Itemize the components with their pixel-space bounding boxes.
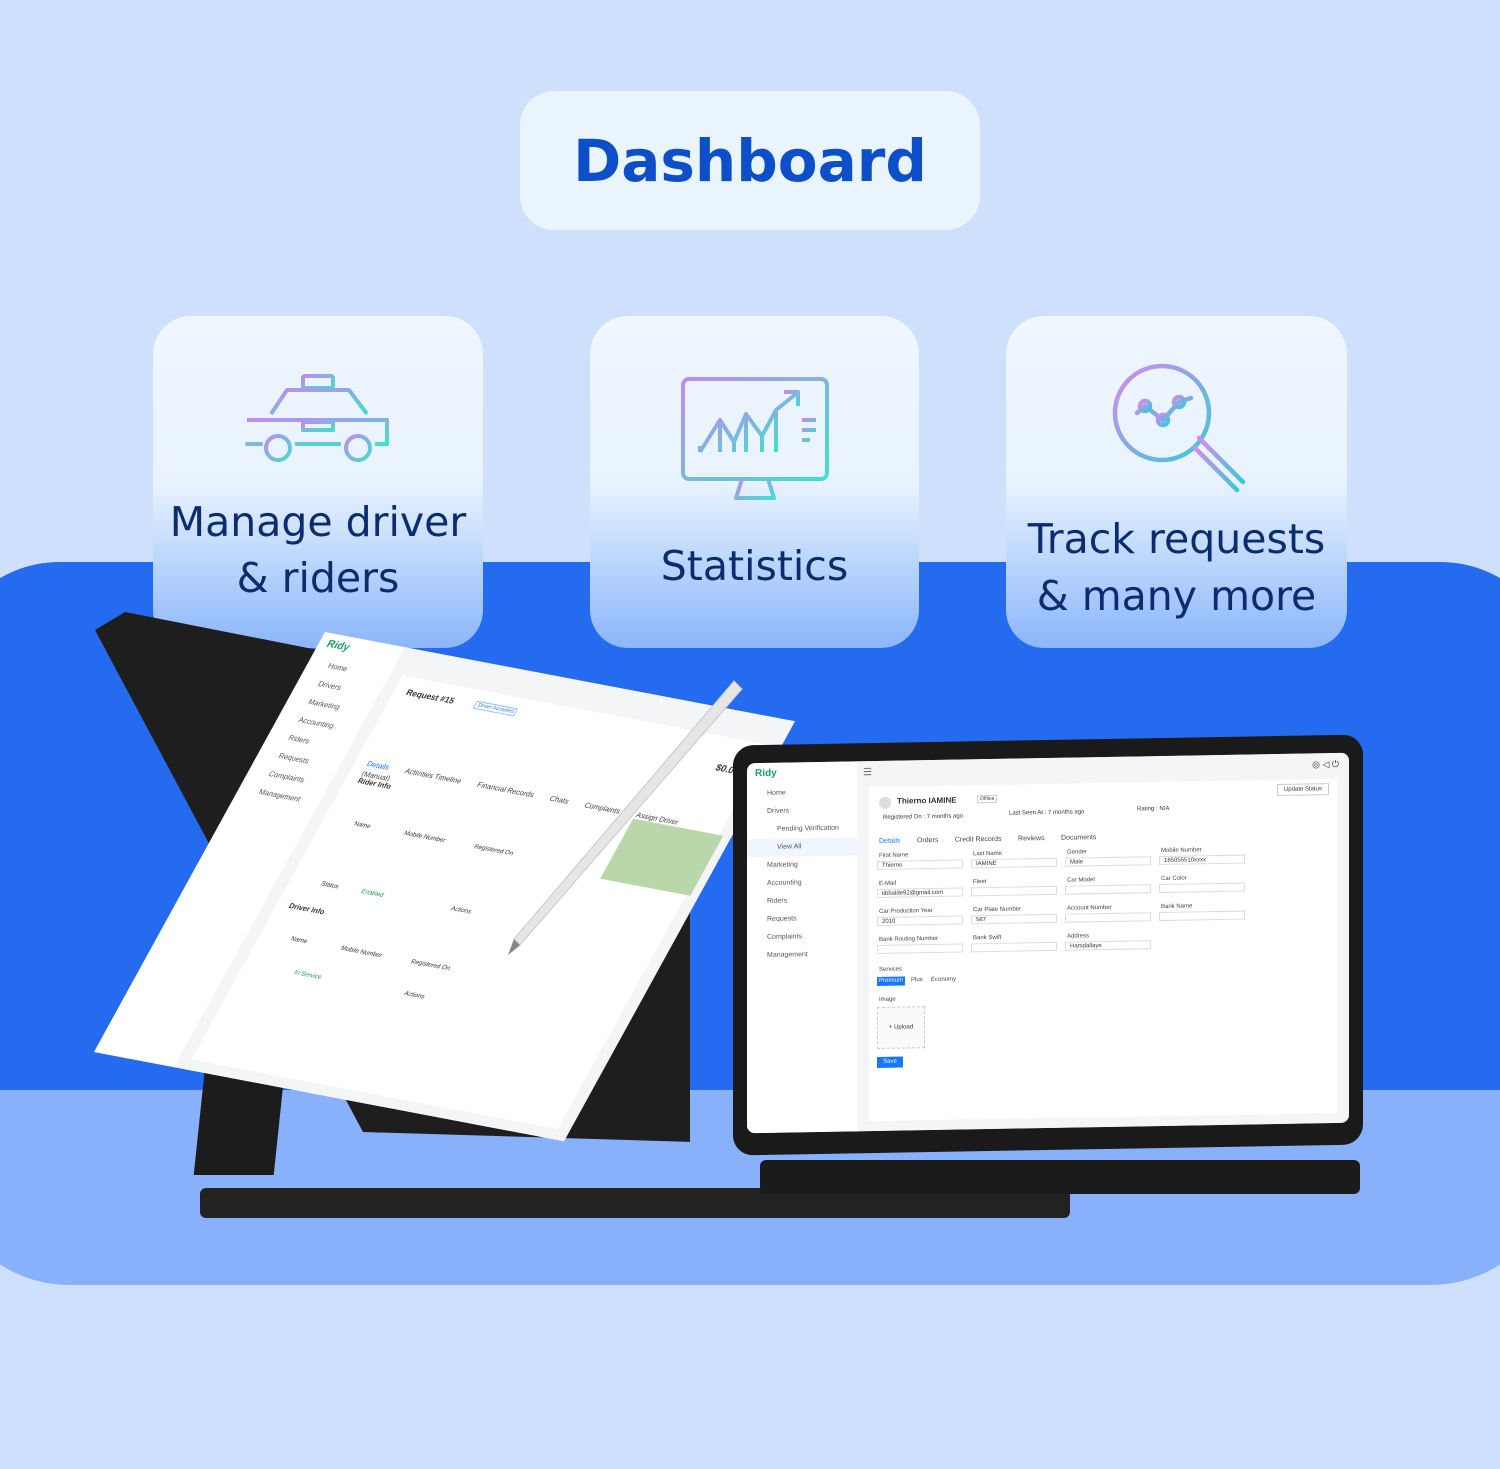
driver-col-registered: Registered On <box>409 958 452 973</box>
title-pill: Dashboard <box>520 91 980 230</box>
tab-documents[interactable]: Documents <box>1061 834 1097 842</box>
tab-details[interactable]: Details <box>365 760 391 772</box>
menu-toggle-icon[interactable]: ☰ <box>863 767 872 779</box>
feature-card-drivers: Manage driver & riders <box>153 316 483 648</box>
tab-credit-records[interactable]: Credit Records <box>954 835 1002 844</box>
feature-label: Track requests <box>1027 515 1326 563</box>
rider-status: Enabled <box>359 888 385 899</box>
mobile-field[interactable]: 165055510xxxx <box>1159 854 1245 866</box>
mobile-label: Mobile Number <box>1161 847 1202 855</box>
left-tablet-frame: Ridy Home Drivers Marketing Accounting R… <box>94 612 795 1142</box>
service-plus[interactable]: Plus <box>911 977 923 984</box>
bank-field[interactable] <box>1159 910 1245 922</box>
address-label: Address <box>1067 933 1090 940</box>
routing-label: Bank Routing Number <box>879 935 939 943</box>
sidebar-item-pending-verification[interactable]: Pending Verification <box>777 824 839 833</box>
registered-on: Registered On : 7 months ago <box>883 813 964 821</box>
sidebar-item-riders[interactable]: Riders <box>767 897 788 905</box>
app-logo: Ridy <box>755 767 777 780</box>
rating: Rating : N/A <box>1137 805 1170 813</box>
car-year-label: Car Production Year <box>879 908 933 915</box>
driver-name: Thierno IAMINE <box>897 795 957 806</box>
driver-tabs: Details Orders Credit Records Reviews Do… <box>879 831 1110 845</box>
feature-label: Statistics <box>660 542 849 590</box>
account-field[interactable] <box>1065 912 1151 923</box>
first-name-field[interactable]: Thierno <box>877 859 963 870</box>
sidebar-item-accounting[interactable]: Accounting <box>767 879 802 887</box>
feature-card-statistics: Statistics <box>590 316 919 648</box>
tab-activities[interactable]: Activities Timeline <box>403 767 463 786</box>
sidebar-item-complaints[interactable]: Complaints <box>767 933 803 941</box>
sidebar-item-requests[interactable]: Requests <box>767 915 797 923</box>
plate-label: Car Plate Number <box>973 906 1022 914</box>
feature-label: & many more <box>1036 572 1317 620</box>
car-model-label: Car Model <box>1067 877 1095 884</box>
service-economy[interactable]: Economy <box>931 976 957 984</box>
gender-label: Gender <box>1067 849 1088 856</box>
update-status-button[interactable]: Update Status <box>1276 783 1329 797</box>
driver-info-heading: Driver Info <box>287 902 326 917</box>
rider-actions[interactable]: Actions <box>449 905 473 916</box>
tab-details[interactable]: Details <box>879 837 901 845</box>
stylus <box>508 680 743 955</box>
driver-status: In Service <box>292 969 323 982</box>
sidebar-item-management[interactable]: Management <box>767 951 808 959</box>
last-name-field[interactable]: IAMINE <box>971 857 1057 869</box>
driver-col-mobile: Mobile Number <box>339 945 384 960</box>
feature-label: & riders <box>236 554 400 602</box>
rider-col-mobile: Mobile Number <box>402 830 447 845</box>
routing-field[interactable] <box>877 943 963 954</box>
right-tablet-frame: Ridy Home Drivers Pending Verification V… <box>733 734 1363 1156</box>
tab-reviews[interactable]: Reviews <box>1018 835 1045 843</box>
swift-field[interactable] <box>971 941 1057 953</box>
avatar <box>879 796 891 809</box>
sidebar-item-home[interactable]: Home <box>767 789 786 797</box>
rider-status-label: Status <box>319 881 340 891</box>
email-label: E-Mail <box>879 880 897 887</box>
plate-field[interactable]: 567 <box>971 913 1057 925</box>
keyboard-base-right <box>760 1160 1360 1194</box>
car-color-select[interactable] <box>1159 882 1245 894</box>
rider-col-name: Name <box>352 821 372 831</box>
service-premium[interactable]: Premium <box>877 976 905 986</box>
upload-button[interactable]: + Upload <box>877 1006 925 1049</box>
account-label: Account Number <box>1067 904 1112 912</box>
feature-label: Manage driver <box>169 498 467 546</box>
last-seen: Last Seen At : 7 months ago <box>1009 809 1085 817</box>
gender-select[interactable]: Male <box>1065 856 1151 867</box>
last-name-label: Last Name <box>973 850 1003 858</box>
services-label: Services <box>879 966 903 973</box>
driver-col-name: Name <box>289 936 309 946</box>
page-title: Dashboard <box>573 126 927 195</box>
bank-label: Bank Name <box>1161 903 1193 911</box>
save-button[interactable]: Save <box>877 1056 903 1068</box>
fleet-label: Fleet <box>973 879 987 886</box>
address-field[interactable]: Hamdallaye <box>1065 940 1151 951</box>
feature-card-track: Track requests & many more <box>1006 316 1347 648</box>
request-title: Request #15 <box>404 687 457 706</box>
tab-orders[interactable]: Orders <box>916 836 939 845</box>
email-field[interactable]: tibbalde92@gmail.com <box>877 887 963 898</box>
car-color-label: Car Color <box>1161 875 1187 883</box>
status-badge: Offline <box>977 794 998 804</box>
car-year-field[interactable]: 2010 <box>877 915 963 926</box>
header-icons[interactable]: ◎ ◁ ⏻ <box>1312 758 1339 770</box>
magnifier-chart-icon <box>1112 363 1245 493</box>
fleet-select[interactable] <box>971 885 1057 897</box>
driver-actions[interactable]: Actions <box>402 990 426 1001</box>
sidebar-item-view-all[interactable]: View All <box>747 837 857 858</box>
sidebar-item-marketing[interactable]: Marketing <box>767 861 798 869</box>
statistics-monitor-icon <box>680 377 829 502</box>
car-model-select[interactable] <box>1065 884 1151 895</box>
taxi-icon <box>245 374 389 462</box>
first-name-label: First Name <box>879 852 909 859</box>
image-label: Image <box>879 996 896 1003</box>
swift-label: Bank Swift <box>973 934 1002 942</box>
right-tablet-screen: Ridy Home Drivers Pending Verification V… <box>747 752 1349 1134</box>
sidebar-item-drivers[interactable]: Drivers <box>767 807 790 815</box>
